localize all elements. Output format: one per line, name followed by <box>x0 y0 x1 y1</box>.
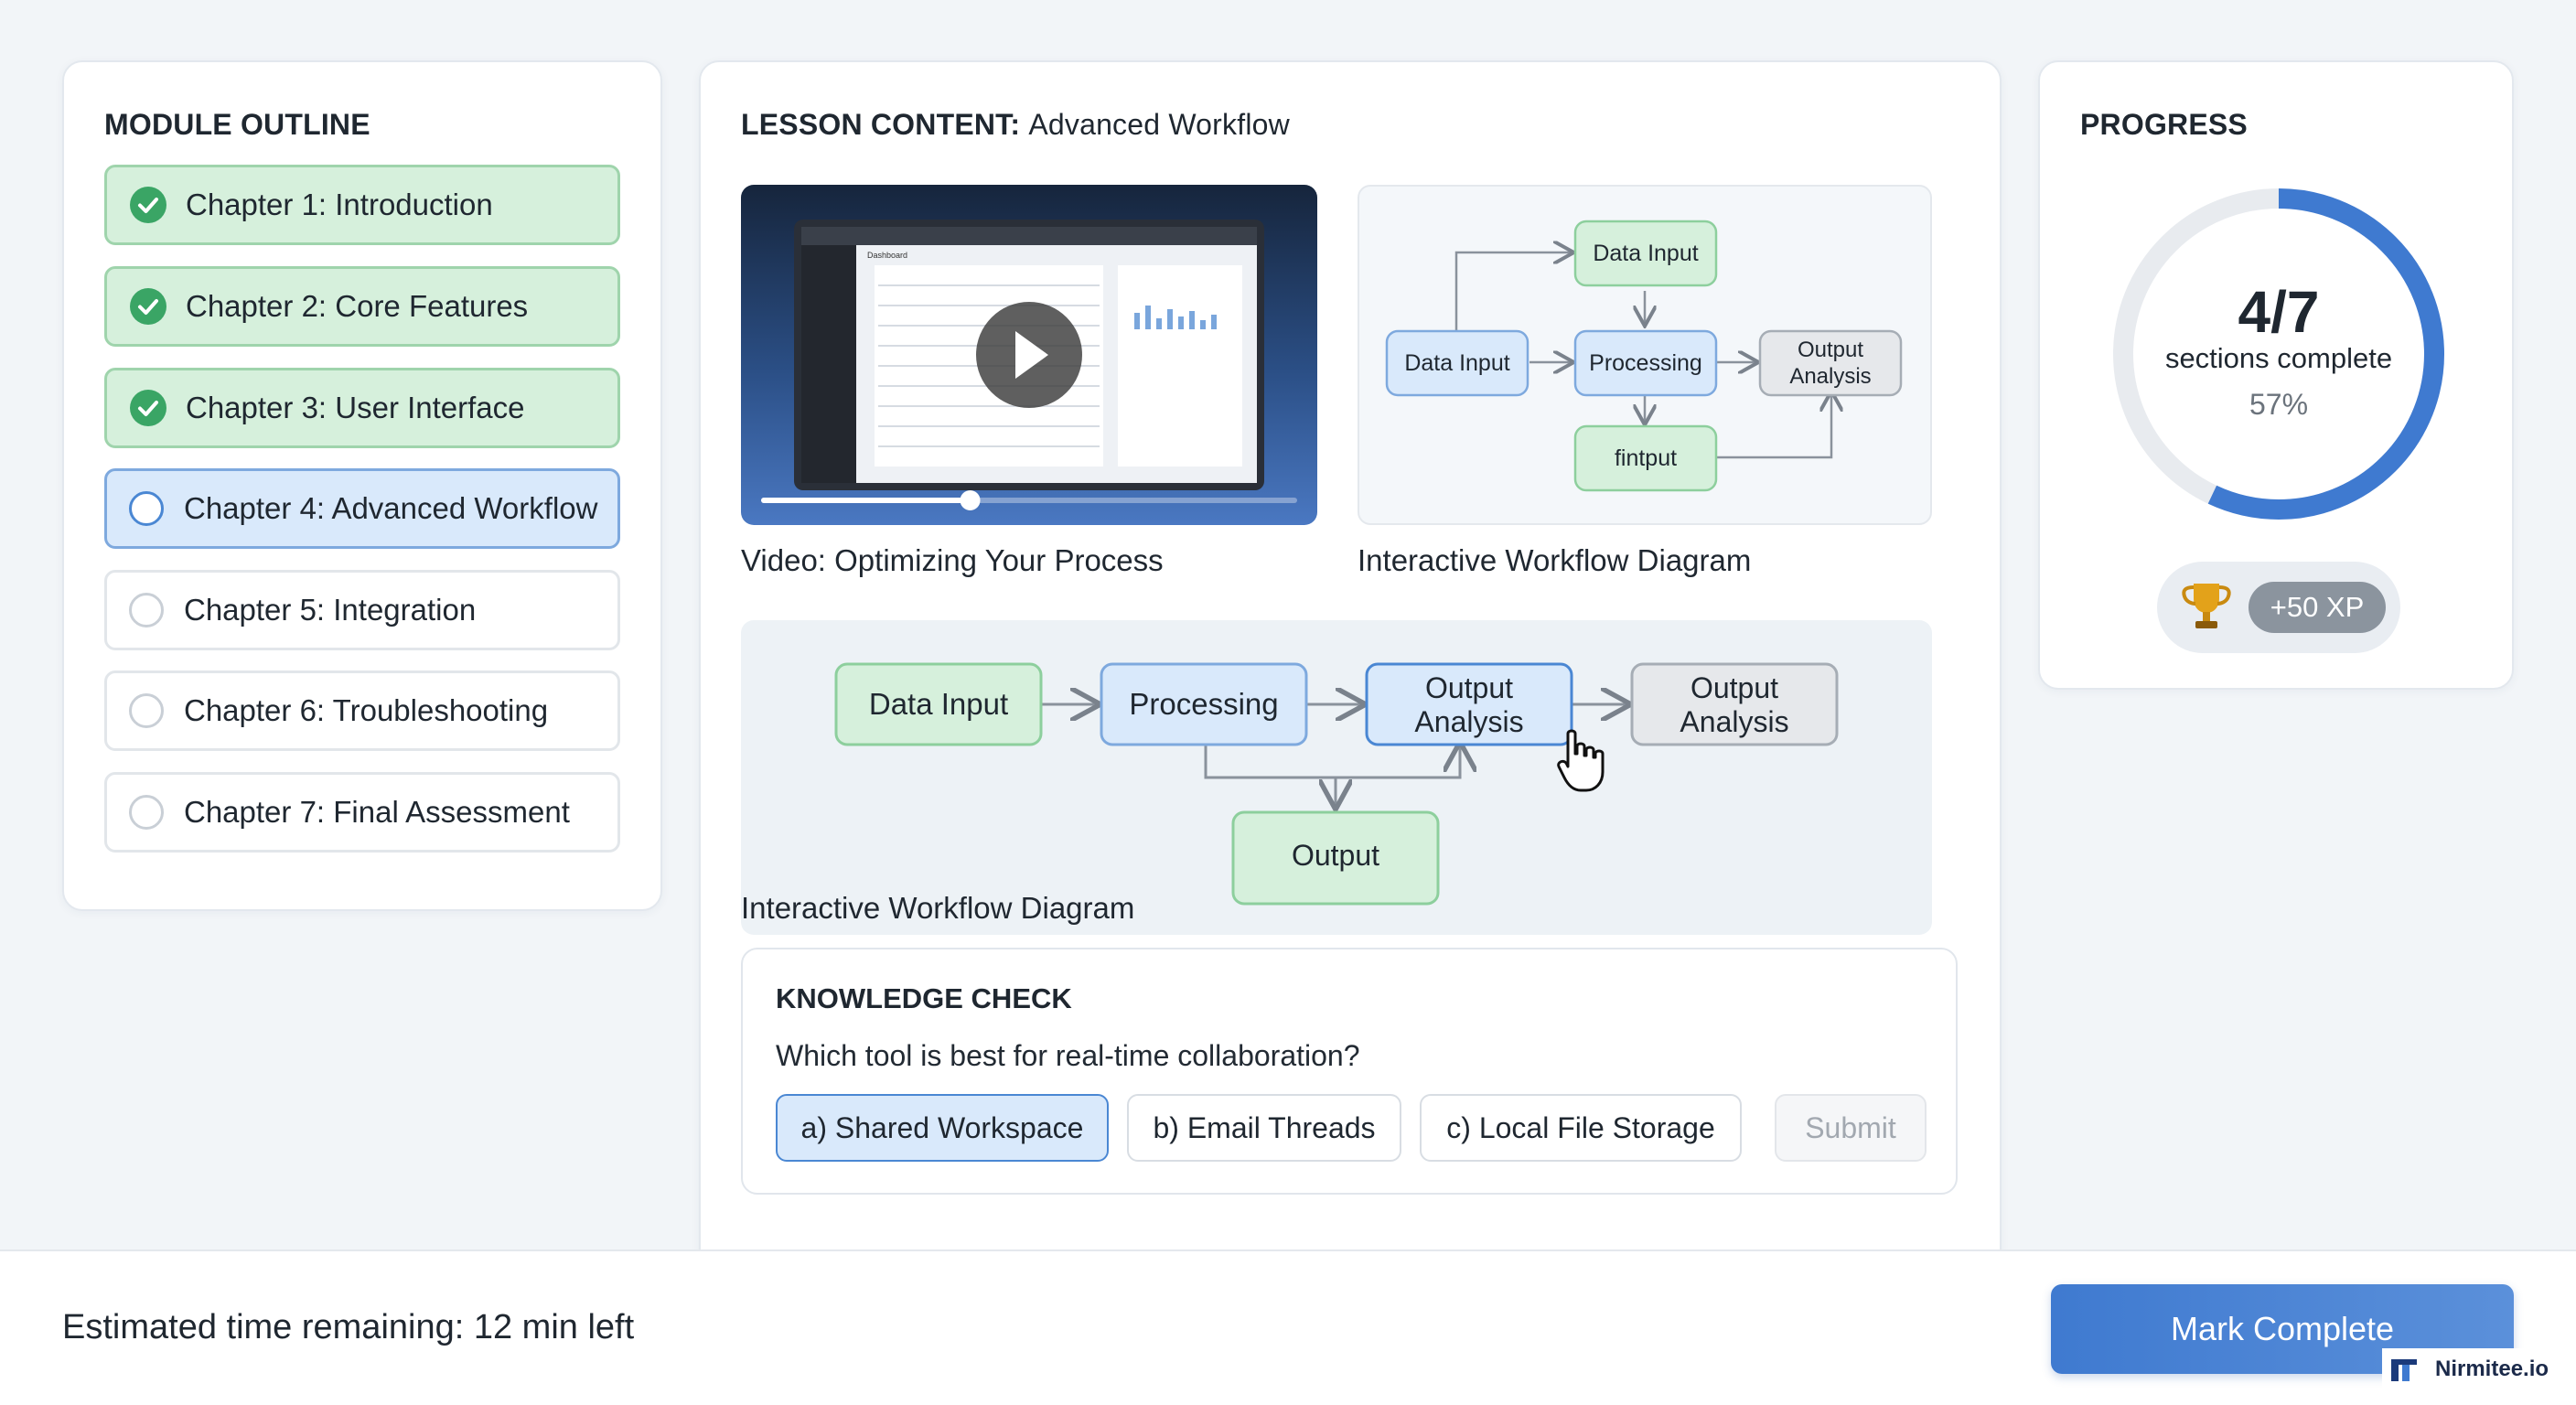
workflow-diagram-small[interactable]: Data Input Data Input Processing Output … <box>1358 185 1932 525</box>
knowledge-check-title: KNOWLEDGE CHECK <box>776 982 1072 1014</box>
chapter-label: Chapter 1: Introduction <box>186 188 493 221</box>
node-label: Analysis <box>1414 705 1523 738</box>
brand-logo-icon <box>2391 1359 2417 1381</box>
hand-cursor-icon <box>1557 729 1605 792</box>
video-scrubber-handle[interactable] <box>960 490 981 510</box>
node-label: Data Input <box>869 687 1008 721</box>
knowledge-check-question: Which tool is best for real-time collabo… <box>776 1039 1360 1072</box>
chapter-item-6[interactable]: Chapter 6: Troubleshooting <box>104 670 620 751</box>
node-label: Output <box>1798 338 1863 362</box>
chapter-label: Chapter 4: Advanced Workflow <box>184 491 598 525</box>
video-progress-fill <box>761 498 971 503</box>
node-label: Data Input <box>1593 241 1698 266</box>
node-data-input-left[interactable] <box>1385 329 1530 397</box>
empty-circle-icon <box>129 491 164 526</box>
node-data-input[interactable] <box>834 662 1043 746</box>
node-label: Output <box>1292 839 1379 872</box>
brand-watermark: Nirmitee.io <box>2382 1348 2576 1390</box>
submit-button[interactable]: Submit <box>1775 1094 1927 1162</box>
chapter-label: Chapter 7: Final Assessment <box>184 795 570 829</box>
check-circle-icon <box>130 390 166 426</box>
progress-panel: PROGRESS 4/7 sections complete 57% +50 X… <box>2038 60 2514 690</box>
footer-bar: Estimated time remaining: 12 min left Ma… <box>0 1249 2576 1405</box>
node-label: Processing <box>1589 350 1702 376</box>
check-circle-icon <box>130 288 166 325</box>
video-caption: Video: Optimizing Your Process <box>741 543 1164 577</box>
node-output-analysis[interactable] <box>1758 329 1903 397</box>
brand-name: Nirmitee.io <box>2435 1357 2549 1381</box>
answer-option-c[interactable]: c) Local File Storage <box>1420 1094 1742 1162</box>
empty-circle-icon <box>129 795 164 830</box>
chapter-item-2[interactable]: Chapter 2: Core Features <box>104 266 620 347</box>
empty-circle-icon <box>129 693 164 728</box>
time-remaining: Estimated time remaining: 12 min left <box>62 1308 635 1346</box>
workflow-diagram-big-svg: Data Input Processing Output Analysis Ou… <box>834 662 1839 906</box>
big-diagram-caption: Interactive Workflow Diagram <box>741 891 1135 925</box>
video-app-title: Dashboard <box>867 251 907 260</box>
trophy-icon <box>2182 584 2231 628</box>
empty-circle-icon <box>129 593 164 627</box>
check-circle-icon <box>130 187 166 223</box>
node-output-analysis-active[interactable] <box>1365 662 1573 746</box>
node-output-analysis[interactable] <box>1630 662 1839 746</box>
lesson-title: LESSON CONTENT: Advanced Workflow <box>741 108 1290 142</box>
node-processing[interactable] <box>1100 662 1308 746</box>
node-data-input-top[interactable] <box>1573 220 1718 287</box>
module-outline-title: MODULE OUTLINE <box>104 108 370 141</box>
module-outline-panel: MODULE OUTLINE Chapter 1: Introduction C… <box>62 60 662 911</box>
node-processing[interactable] <box>1573 329 1718 397</box>
answer-option-a[interactable]: a) Shared Workspace <box>776 1094 1109 1162</box>
video-player[interactable]: Dashboard <box>741 185 1317 525</box>
workflow-diagram-small-svg: Data Input Data Input Processing Output … <box>1385 220 1903 492</box>
node-label: fintput <box>1615 445 1677 471</box>
lesson-content-panel: LESSON CONTENT: Advanced Workflow <box>699 60 2002 1359</box>
workflow-diagram-interactive[interactable]: Data Input Processing Output Analysis Ou… <box>741 620 1932 935</box>
progress-label: sections complete <box>2164 342 2393 374</box>
chapter-label: Chapter 6: Troubleshooting <box>184 693 549 727</box>
node-label: Analysis <box>1789 364 1871 389</box>
progress-count: 4/7 <box>2238 279 2320 345</box>
node-label: Processing <box>1129 687 1278 721</box>
node-fintput[interactable] <box>1573 424 1718 492</box>
play-icon <box>1015 331 1048 379</box>
chapter-item-4[interactable]: Chapter 4: Advanced Workflow <box>104 468 620 549</box>
chapter-label: Chapter 5: Integration <box>184 593 477 627</box>
small-diagram-caption: Interactive Workflow Diagram <box>1358 543 1752 577</box>
node-output[interactable] <box>1231 810 1440 906</box>
progress-ring <box>2113 188 2444 520</box>
chapter-item-5[interactable]: Chapter 5: Integration <box>104 570 620 650</box>
chapter-item-3[interactable]: Chapter 3: User Interface <box>104 368 620 448</box>
chapter-item-7[interactable]: Chapter 7: Final Assessment <box>104 772 620 853</box>
lesson-title-name: Advanced Workflow <box>1028 108 1290 141</box>
node-label: Analysis <box>1680 705 1788 738</box>
xp-badge: +50 XP <box>2249 582 2386 633</box>
knowledge-check: KNOWLEDGE CHECK Which tool is best for r… <box>741 948 1958 1195</box>
chapter-label: Chapter 2: Core Features <box>186 289 529 323</box>
xp-reward: +50 XP <box>2157 562 2400 653</box>
chapter-item-1[interactable]: Chapter 1: Introduction <box>104 165 620 245</box>
node-label: Output <box>1690 671 1778 704</box>
progress-title: PROGRESS <box>2080 108 2248 141</box>
progress-percent: 57% <box>2249 388 2309 421</box>
node-label: Output <box>1425 671 1513 704</box>
node-label: Data Input <box>1404 350 1509 376</box>
video-frame: Dashboard <box>761 220 1297 510</box>
lesson-title-prefix: LESSON CONTENT: <box>741 108 1021 141</box>
answer-option-b[interactable]: b) Email Threads <box>1127 1094 1401 1162</box>
progress-ring-fill <box>2113 188 2444 520</box>
chapter-label: Chapter 3: User Interface <box>186 391 525 424</box>
